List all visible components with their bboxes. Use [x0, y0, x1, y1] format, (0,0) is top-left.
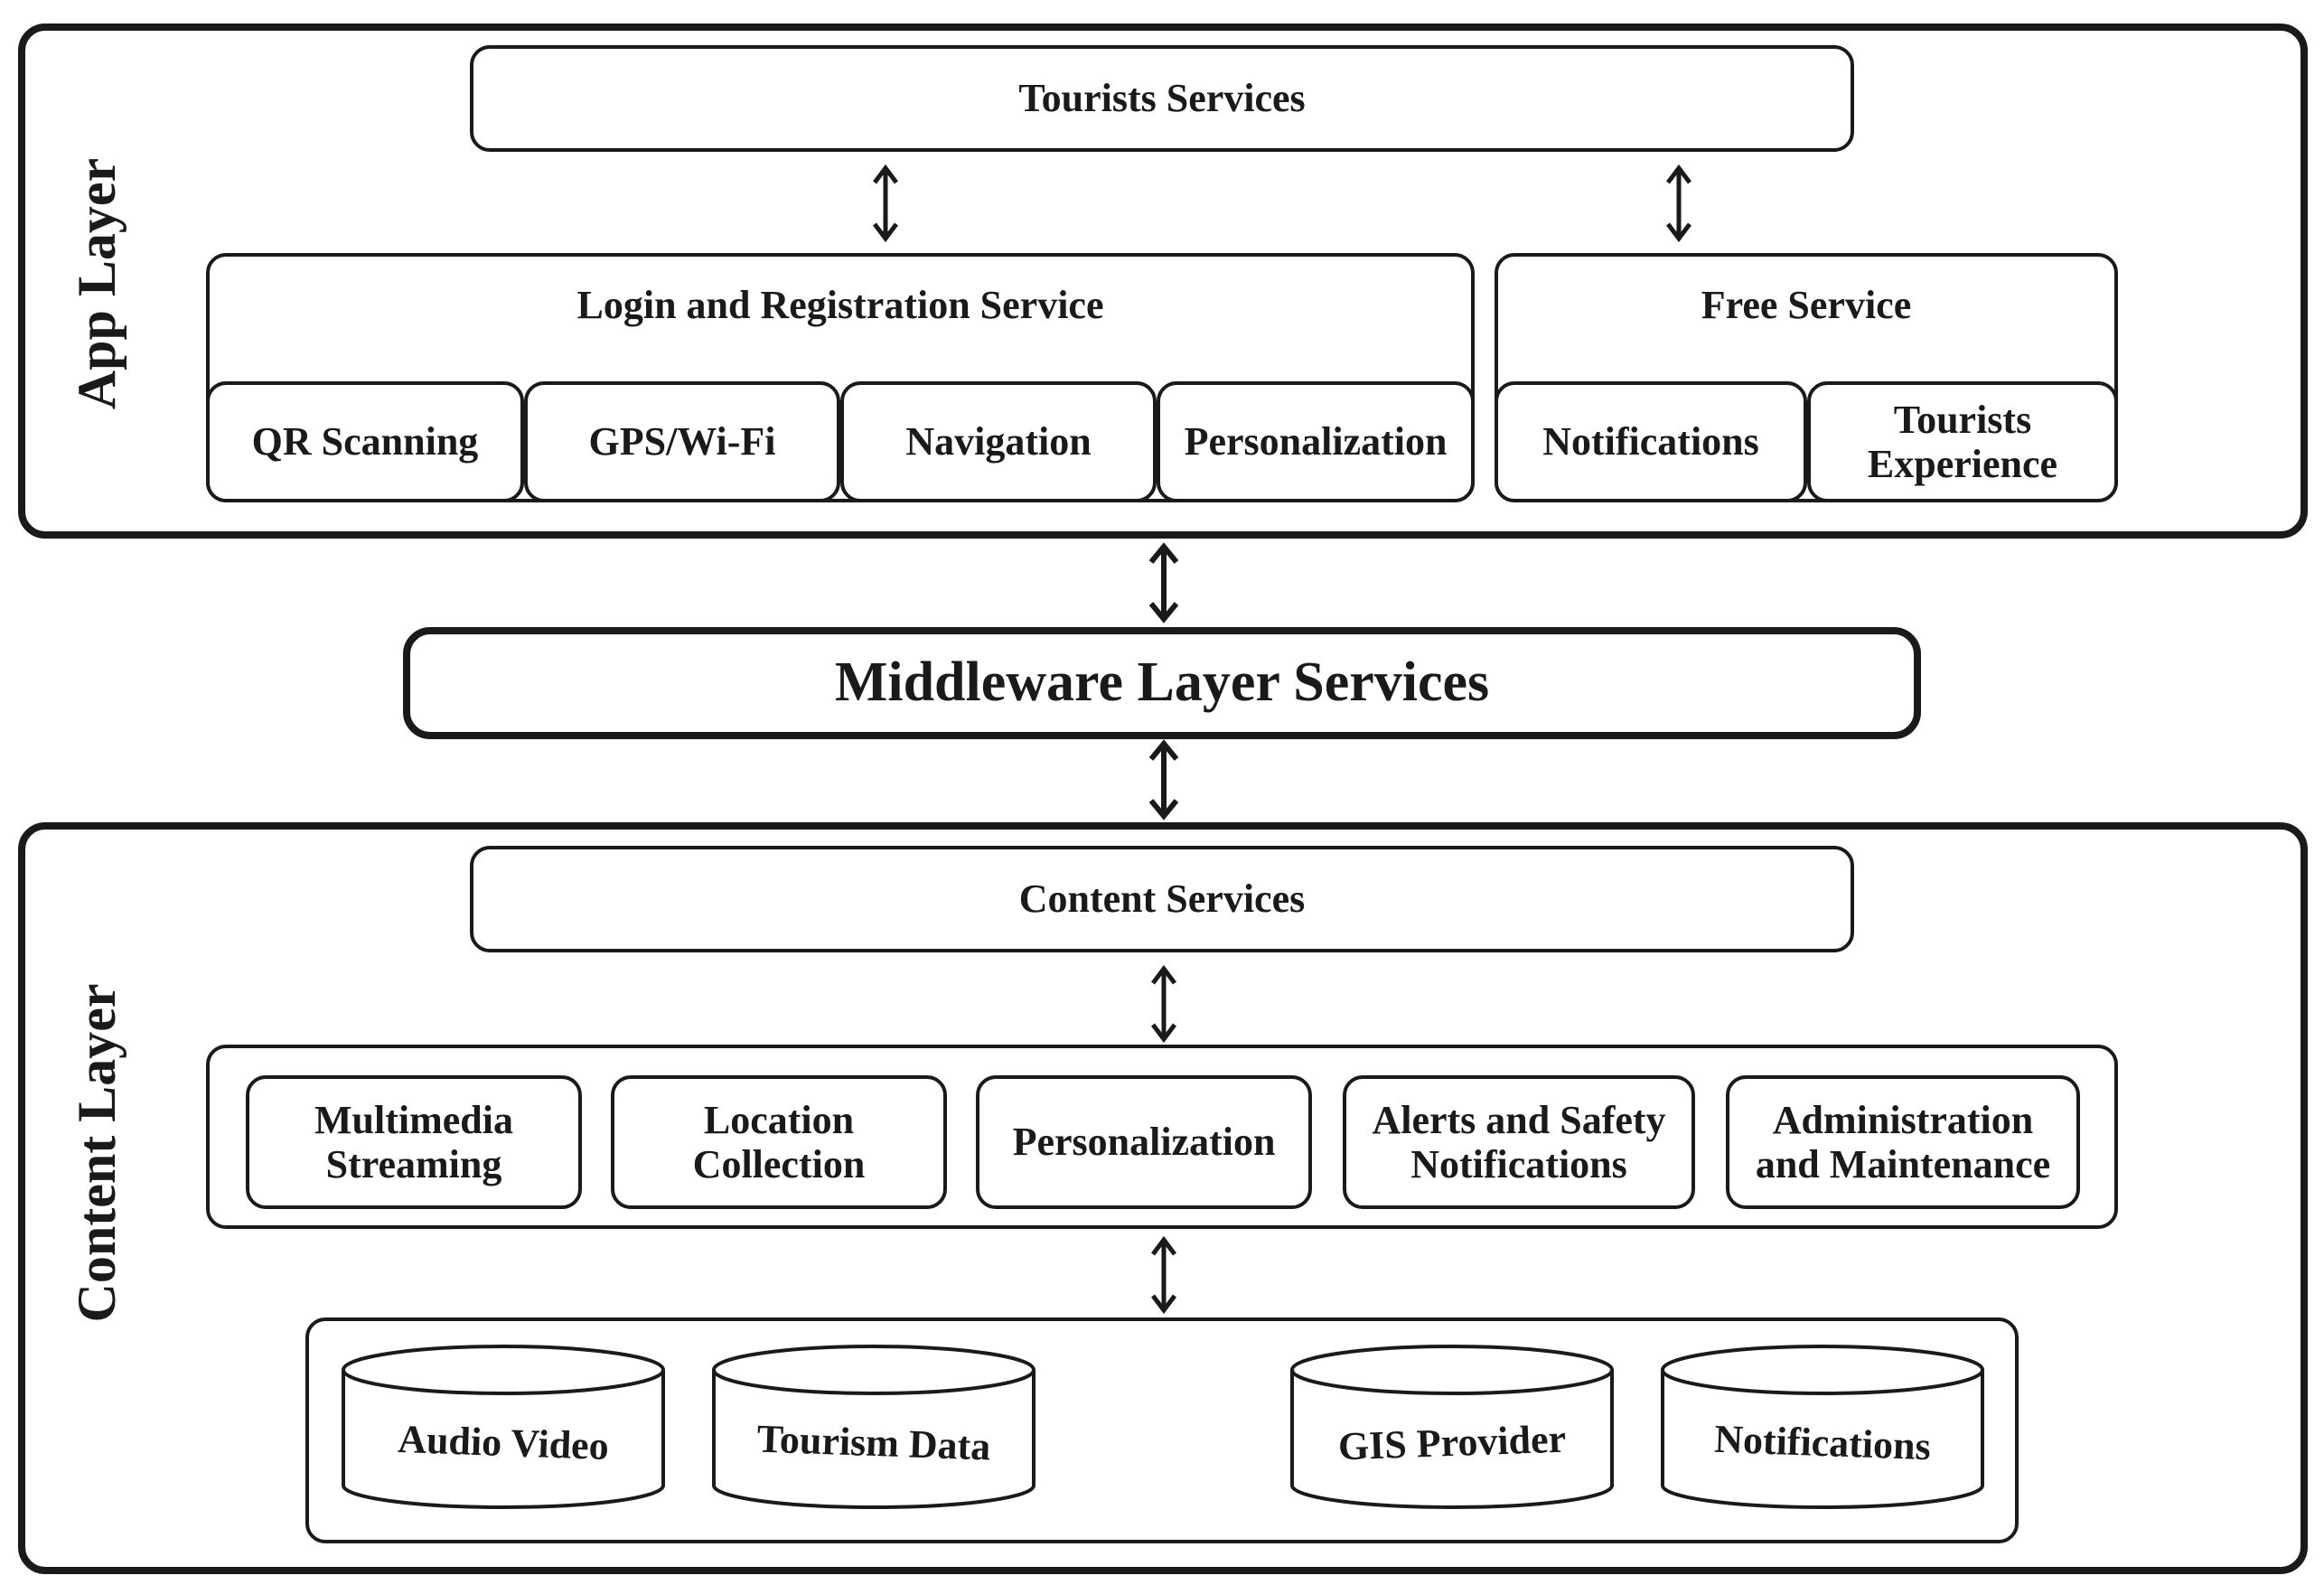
double-arrow-icon	[1148, 542, 1179, 624]
multimedia-streaming-box: Multimedia Streaming	[246, 1075, 582, 1209]
gis-provider-datastore: GIS Provider	[1289, 1341, 1616, 1511]
login-registration-title: Login and Registration Service	[576, 283, 1104, 328]
double-arrow-icon	[873, 164, 898, 243]
alerts-safety-box: Alerts and Safety Notifications	[1343, 1075, 1695, 1209]
tourists-services-box: Tourists Services	[470, 45, 1854, 152]
content-layer-title: Content Layer	[67, 983, 127, 1323]
navigation-box: Navigation	[840, 381, 1157, 502]
tourists-services-label: Tourists Services	[1018, 76, 1306, 121]
qr-scanning-box: QR Scanning	[206, 381, 524, 502]
notifications-app-label: Notifications	[1542, 419, 1759, 464]
personalization-content-box: Personalization	[976, 1075, 1312, 1209]
notifications-datastore: Notifications	[1659, 1341, 1986, 1511]
tourism-data-label: Tourism Data	[755, 1416, 992, 1469]
personalization-app-label: Personalization	[1184, 419, 1448, 464]
middleware-label: Middleware Layer Services	[834, 652, 1490, 714]
notifications-app-box: Notifications	[1495, 381, 1807, 502]
gps-wifi-box: GPS/Wi-Fi	[524, 381, 840, 502]
double-arrow-icon	[1151, 964, 1176, 1044]
gps-wifi-label: GPS/Wi-Fi	[588, 419, 776, 464]
location-collection-box: Location Collection	[611, 1075, 947, 1209]
database-cylinder-icon	[1661, 1345, 1984, 1509]
navigation-label: Navigation	[905, 419, 1092, 464]
database-cylinder-icon	[1290, 1345, 1614, 1509]
app-layer-title: App Layer	[67, 157, 127, 410]
double-arrow-icon	[1148, 739, 1179, 820]
free-service-title: Free Service	[1701, 283, 1912, 328]
database-cylinder-icon	[342, 1345, 665, 1509]
double-arrow-icon	[1666, 164, 1691, 243]
gis-provider-label: GIS Provider	[1337, 1416, 1567, 1469]
administration-maintenance-box: Administration and Maintenance	[1726, 1075, 2080, 1209]
content-services-label: Content Services	[1018, 877, 1306, 922]
qr-scanning-label: QR Scanning	[251, 419, 479, 464]
database-cylinder-icon	[712, 1345, 1035, 1509]
tourists-experience-box: Tourists Experience	[1807, 381, 2118, 502]
multimedia-streaming-label: Multimedia Streaming	[314, 1097, 513, 1186]
audio-video-label: Audio Video	[397, 1417, 610, 1469]
middleware-box: Middleware Layer Services	[403, 627, 1921, 739]
notifications-datastore-label: Notifications	[1713, 1417, 1932, 1469]
tourism-data-datastore: Tourism Data	[710, 1341, 1037, 1511]
audio-video-datastore: Audio Video	[340, 1341, 667, 1511]
personalization-content-label: Personalization	[1012, 1120, 1276, 1165]
location-collection-label: Location Collection	[692, 1097, 866, 1186]
personalization-app-box: Personalization	[1157, 381, 1475, 502]
content-services-box: Content Services	[470, 846, 1854, 952]
alerts-safety-label: Alerts and Safety Notifications	[1372, 1097, 1666, 1186]
administration-maintenance-label: Administration and Maintenance	[1755, 1097, 2051, 1186]
double-arrow-icon	[1151, 1235, 1176, 1315]
tourists-experience-label: Tourists Experience	[1867, 397, 2058, 486]
